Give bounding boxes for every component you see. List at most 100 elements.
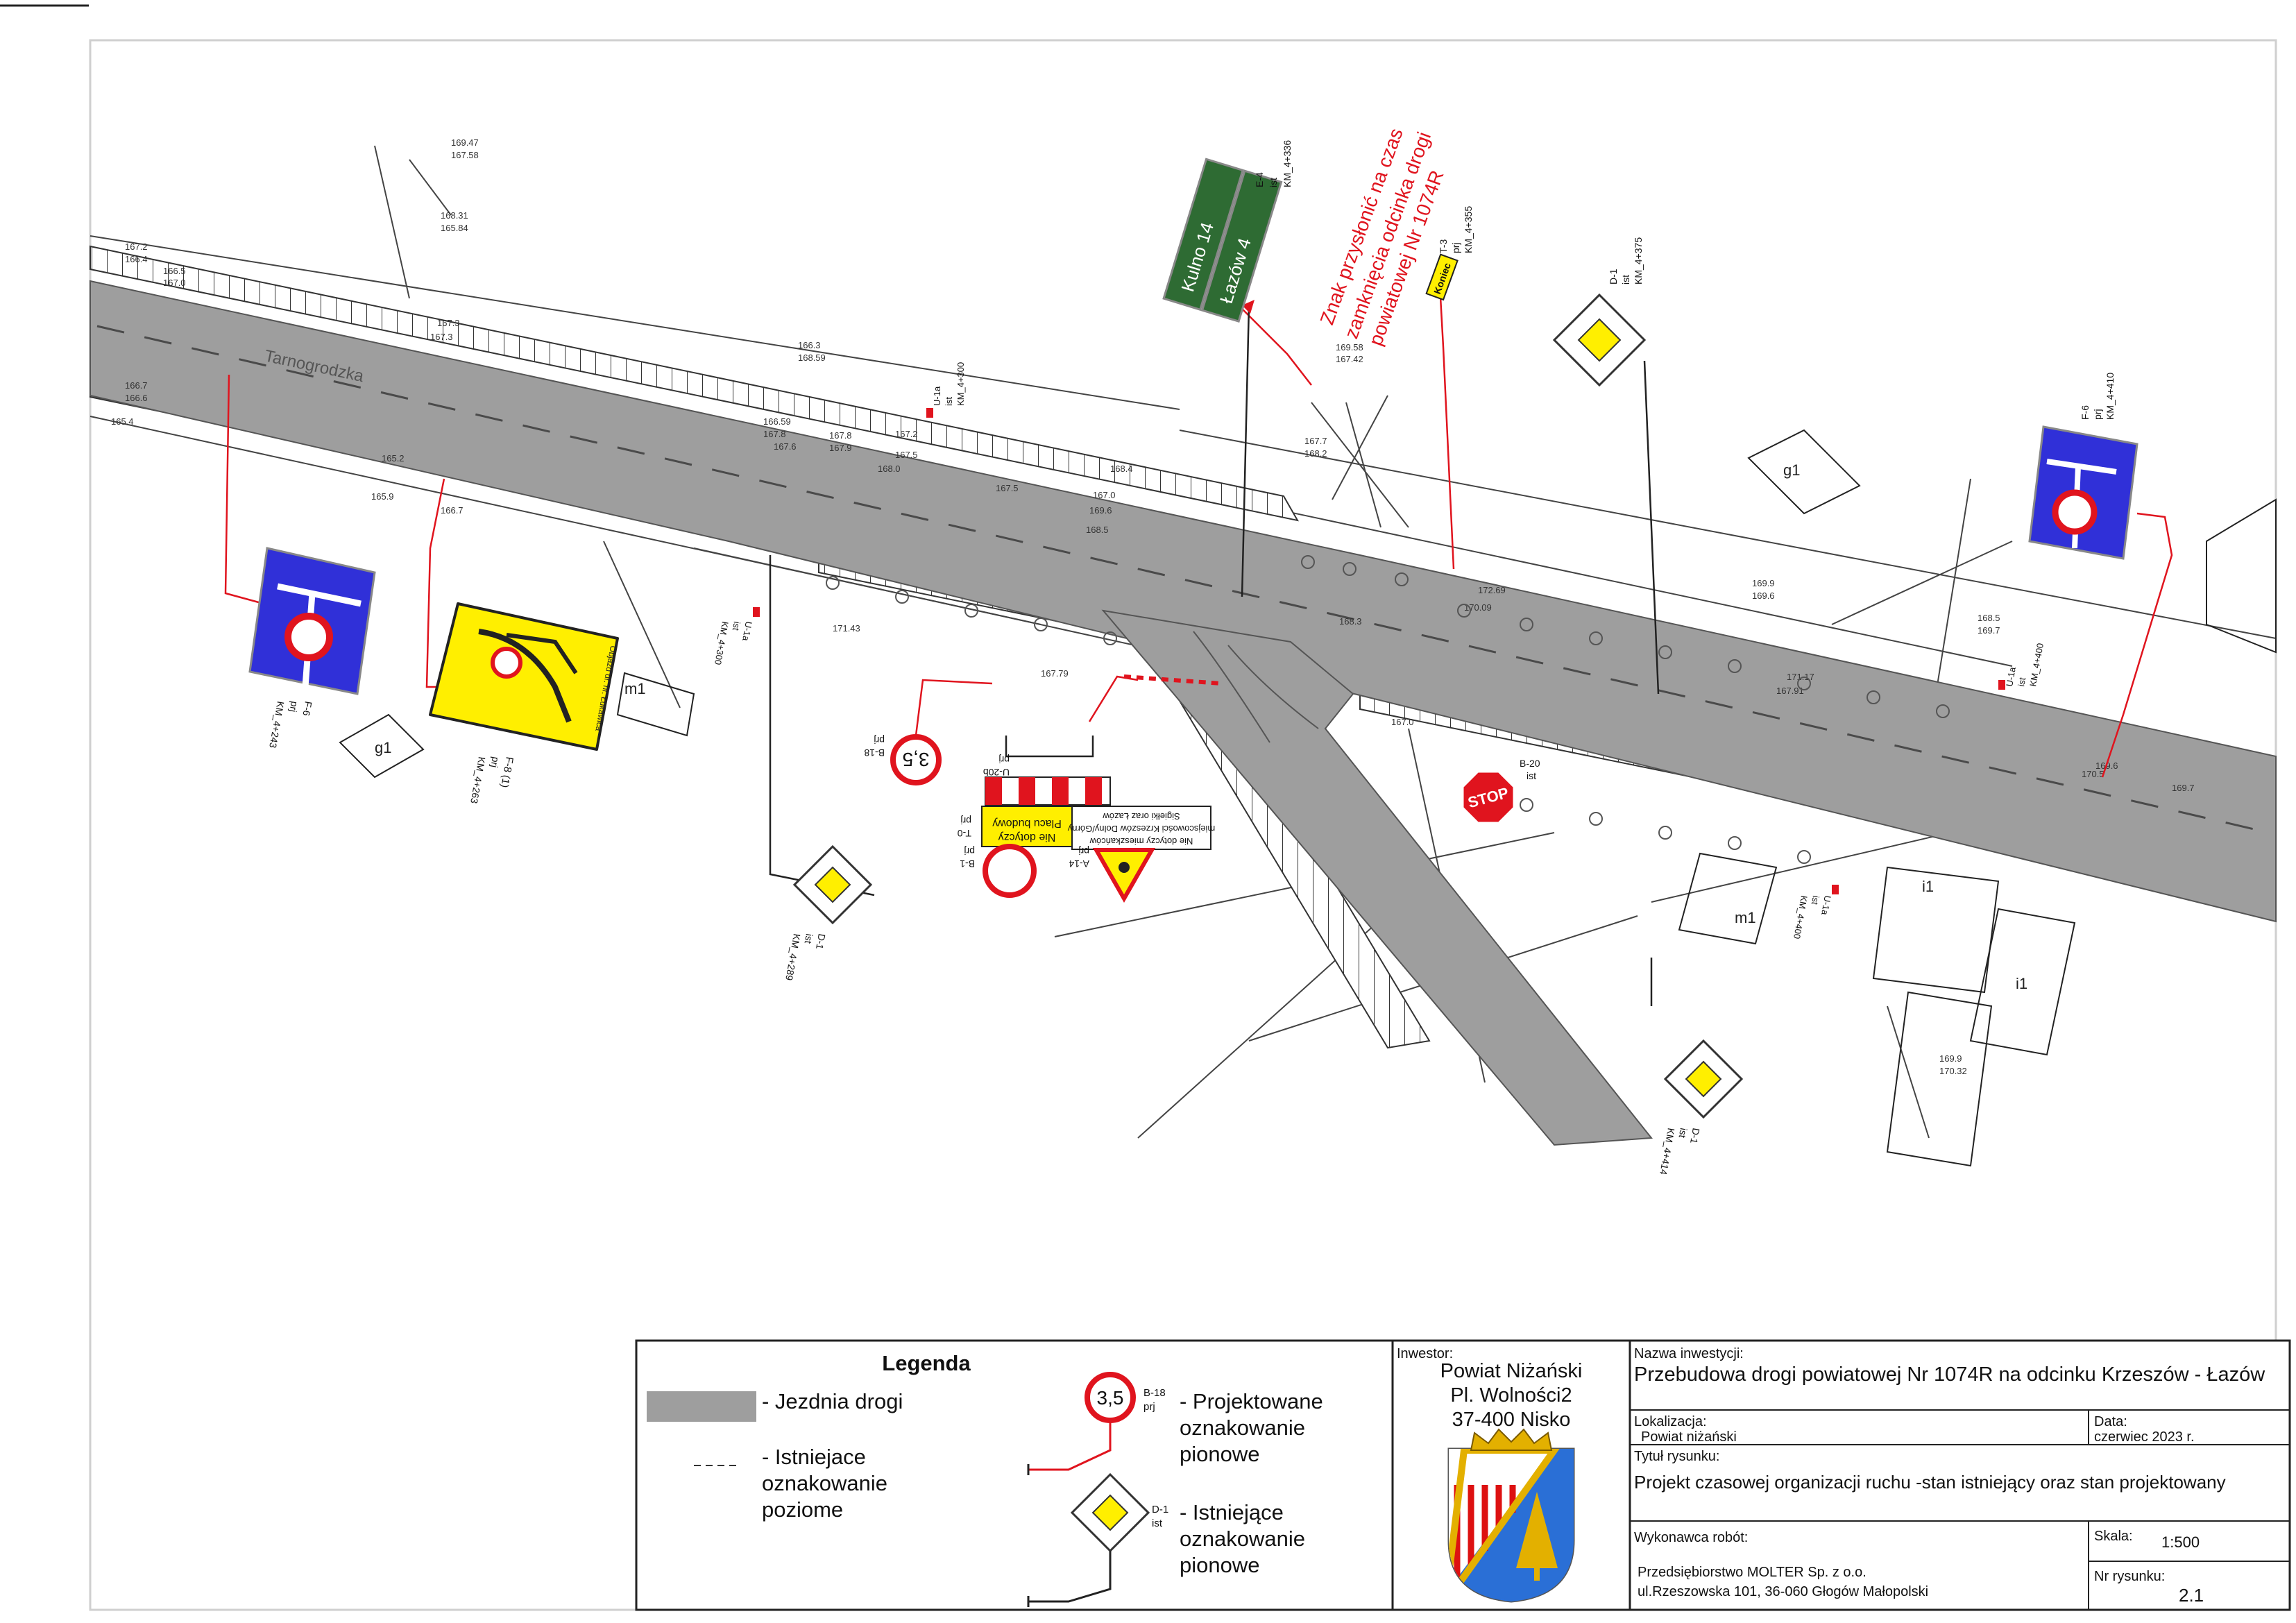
- investor-line: Powiat Niżański: [1440, 1360, 1583, 1382]
- date-value: czerwiec 2023 r.: [2094, 1429, 2195, 1445]
- sign-b1: [983, 844, 1037, 898]
- sign-status: prj: [960, 815, 971, 826]
- svg-text:168.59: 168.59: [798, 352, 826, 363]
- sign-code: U-1a: [932, 386, 942, 406]
- sign-status: ist: [1620, 275, 1631, 284]
- sign-status: prj: [964, 846, 975, 857]
- sign-plate-text: miejscowości Krzeszów Dolny/Górny: [1067, 824, 1215, 834]
- svg-text:168.31: 168.31: [441, 210, 468, 221]
- title-block: Inwestor: Powiat Niżański Pl. Wolności2 …: [1391, 1339, 2291, 1611]
- sign-km: KM_4+414: [1658, 1127, 1677, 1175]
- sign-status: prj: [488, 756, 501, 768]
- sign-status: prj: [287, 700, 300, 713]
- sign-code: U-1a: [1819, 894, 1833, 916]
- svg-text:3,5: 3,5: [1097, 1387, 1124, 1409]
- sign-status: prj: [1078, 846, 1089, 857]
- svg-text:169.6: 169.6: [1752, 590, 1775, 601]
- svg-text:169.9: 169.9: [1752, 578, 1775, 588]
- svg-text:B-18: B-18: [1143, 1387, 1166, 1399]
- svg-text:168.5: 168.5: [1978, 613, 2000, 623]
- sign-code: B-18: [864, 747, 885, 758]
- area-label: g1: [1783, 461, 1800, 479]
- location-value: Powiat niżański: [1641, 1429, 1737, 1445]
- sign-plate-text: Sigiełki oraz Łazów: [1103, 811, 1180, 822]
- sign-status: ist: [731, 620, 742, 631]
- svg-text:166.5: 166.5: [163, 266, 186, 276]
- svg-text:169.58: 169.58: [1336, 342, 1363, 352]
- contractor-line: Przedsiębiorstwo MOLTER Sp. z o.o.: [1638, 1565, 1866, 1580]
- sign-status: ist: [2016, 677, 2027, 688]
- road-edge-lines: [1193, 631, 1319, 743]
- svg-text:167.2: 167.2: [125, 241, 148, 252]
- svg-text:170.09: 170.09: [1464, 602, 1492, 613]
- svg-text:168.5: 168.5: [1086, 525, 1109, 535]
- sign-km: KM_4+400: [2027, 643, 2046, 688]
- svg-text:167.5: 167.5: [895, 450, 918, 460]
- area-label: m1: [1735, 909, 1756, 926]
- svg-text:167.6: 167.6: [774, 441, 797, 452]
- red-note: Znak przysłonić na czas zamknięcia odcin…: [1316, 126, 1448, 348]
- sign-status: ist: [1268, 178, 1279, 187]
- coat-of-arms-icon: [1447, 1428, 1575, 1603]
- red-leaders: [224, 284, 2173, 778]
- sign-status: ist: [803, 933, 815, 944]
- sign-f6-right: [2028, 425, 2138, 560]
- svg-text:172.69: 172.69: [1478, 585, 1506, 595]
- sign-code: T-3: [1438, 239, 1449, 253]
- area-label: i1: [2016, 975, 2027, 992]
- sign-code: A-14: [1069, 858, 1089, 869]
- scale-label: Skala:: [2094, 1529, 2133, 1544]
- svg-text:167.9: 167.9: [829, 443, 852, 453]
- svg-text:ist: ist: [1152, 1518, 1163, 1529]
- legend-existing-label: - Istniejące: [1180, 1500, 1284, 1524]
- svg-text:167.5: 167.5: [996, 483, 1019, 493]
- investment-label: Nazwa inwestycji:: [1634, 1346, 1744, 1361]
- sign-t0-text: Placu budowy: [992, 817, 1062, 829]
- svg-text:167.8: 167.8: [763, 429, 786, 439]
- svg-text:165.9: 165.9: [371, 491, 394, 502]
- sidewalk-north: [90, 245, 1299, 522]
- svg-text:167.2: 167.2: [895, 429, 918, 439]
- sign-plate-text: Nie dotyczy mieszkańców: [1089, 836, 1193, 847]
- svg-text:168.2: 168.2: [1304, 448, 1327, 459]
- svg-text:167.79: 167.79: [1041, 668, 1069, 679]
- svg-text:171.43: 171.43: [833, 623, 860, 634]
- sign-status: ist: [1810, 894, 1821, 906]
- area-label: g1: [375, 739, 391, 756]
- sign-km: KM_4+243: [267, 700, 287, 749]
- sign-status: prj: [1450, 242, 1461, 253]
- buildings: [339, 429, 2277, 1167]
- legend-title: Legenda: [882, 1351, 971, 1375]
- svg-text:167.58: 167.58: [451, 150, 479, 160]
- legend-horizontal-label: oznakowanie: [762, 1471, 887, 1495]
- sign-status: ist: [1527, 770, 1536, 781]
- svg-text:D-1: D-1: [1152, 1504, 1168, 1515]
- sign-km: KM_4+289: [783, 933, 803, 981]
- svg-text:167.3: 167.3: [437, 318, 460, 328]
- sign-u1a: [926, 408, 933, 418]
- side-road: [1101, 609, 1653, 1146]
- svg-text:169.9: 169.9: [1939, 1053, 1962, 1064]
- legend-d1-icon: D-1 ist: [1027, 1472, 1168, 1607]
- svg-text:169.7: 169.7: [1978, 625, 2000, 636]
- drawing-no-label: Nr rysunku:: [2094, 1569, 2165, 1584]
- sign-status: prj: [998, 754, 1010, 765]
- svg-text:166.7: 166.7: [441, 505, 464, 516]
- sign-t0: Nie dotyczy Placu budowy: [981, 806, 1073, 847]
- sign-code: F-6: [300, 700, 314, 717]
- drawing-title-label: Tytuł rysunku:: [1634, 1449, 1719, 1464]
- investor-line: 37-400 Nisko: [1452, 1409, 1571, 1431]
- sign-code: D-1: [814, 933, 828, 950]
- sign-code: D-1: [1688, 1127, 1702, 1144]
- svg-text:165.4: 165.4: [111, 416, 134, 427]
- sign-a14: [1092, 848, 1156, 903]
- legend-road-label: - Jezdnia drogi: [762, 1389, 903, 1413]
- road-centre-line: [96, 325, 2270, 834]
- sign-u1a: [1998, 680, 2005, 690]
- svg-text:168.3: 168.3: [1339, 616, 1362, 627]
- legend-existing-label: pionowe: [1180, 1553, 1259, 1577]
- svg-text:169.7: 169.7: [2172, 783, 2195, 793]
- svg-text:166.6: 166.6: [125, 393, 148, 403]
- investor-line: Pl. Wolności2: [1450, 1384, 1572, 1407]
